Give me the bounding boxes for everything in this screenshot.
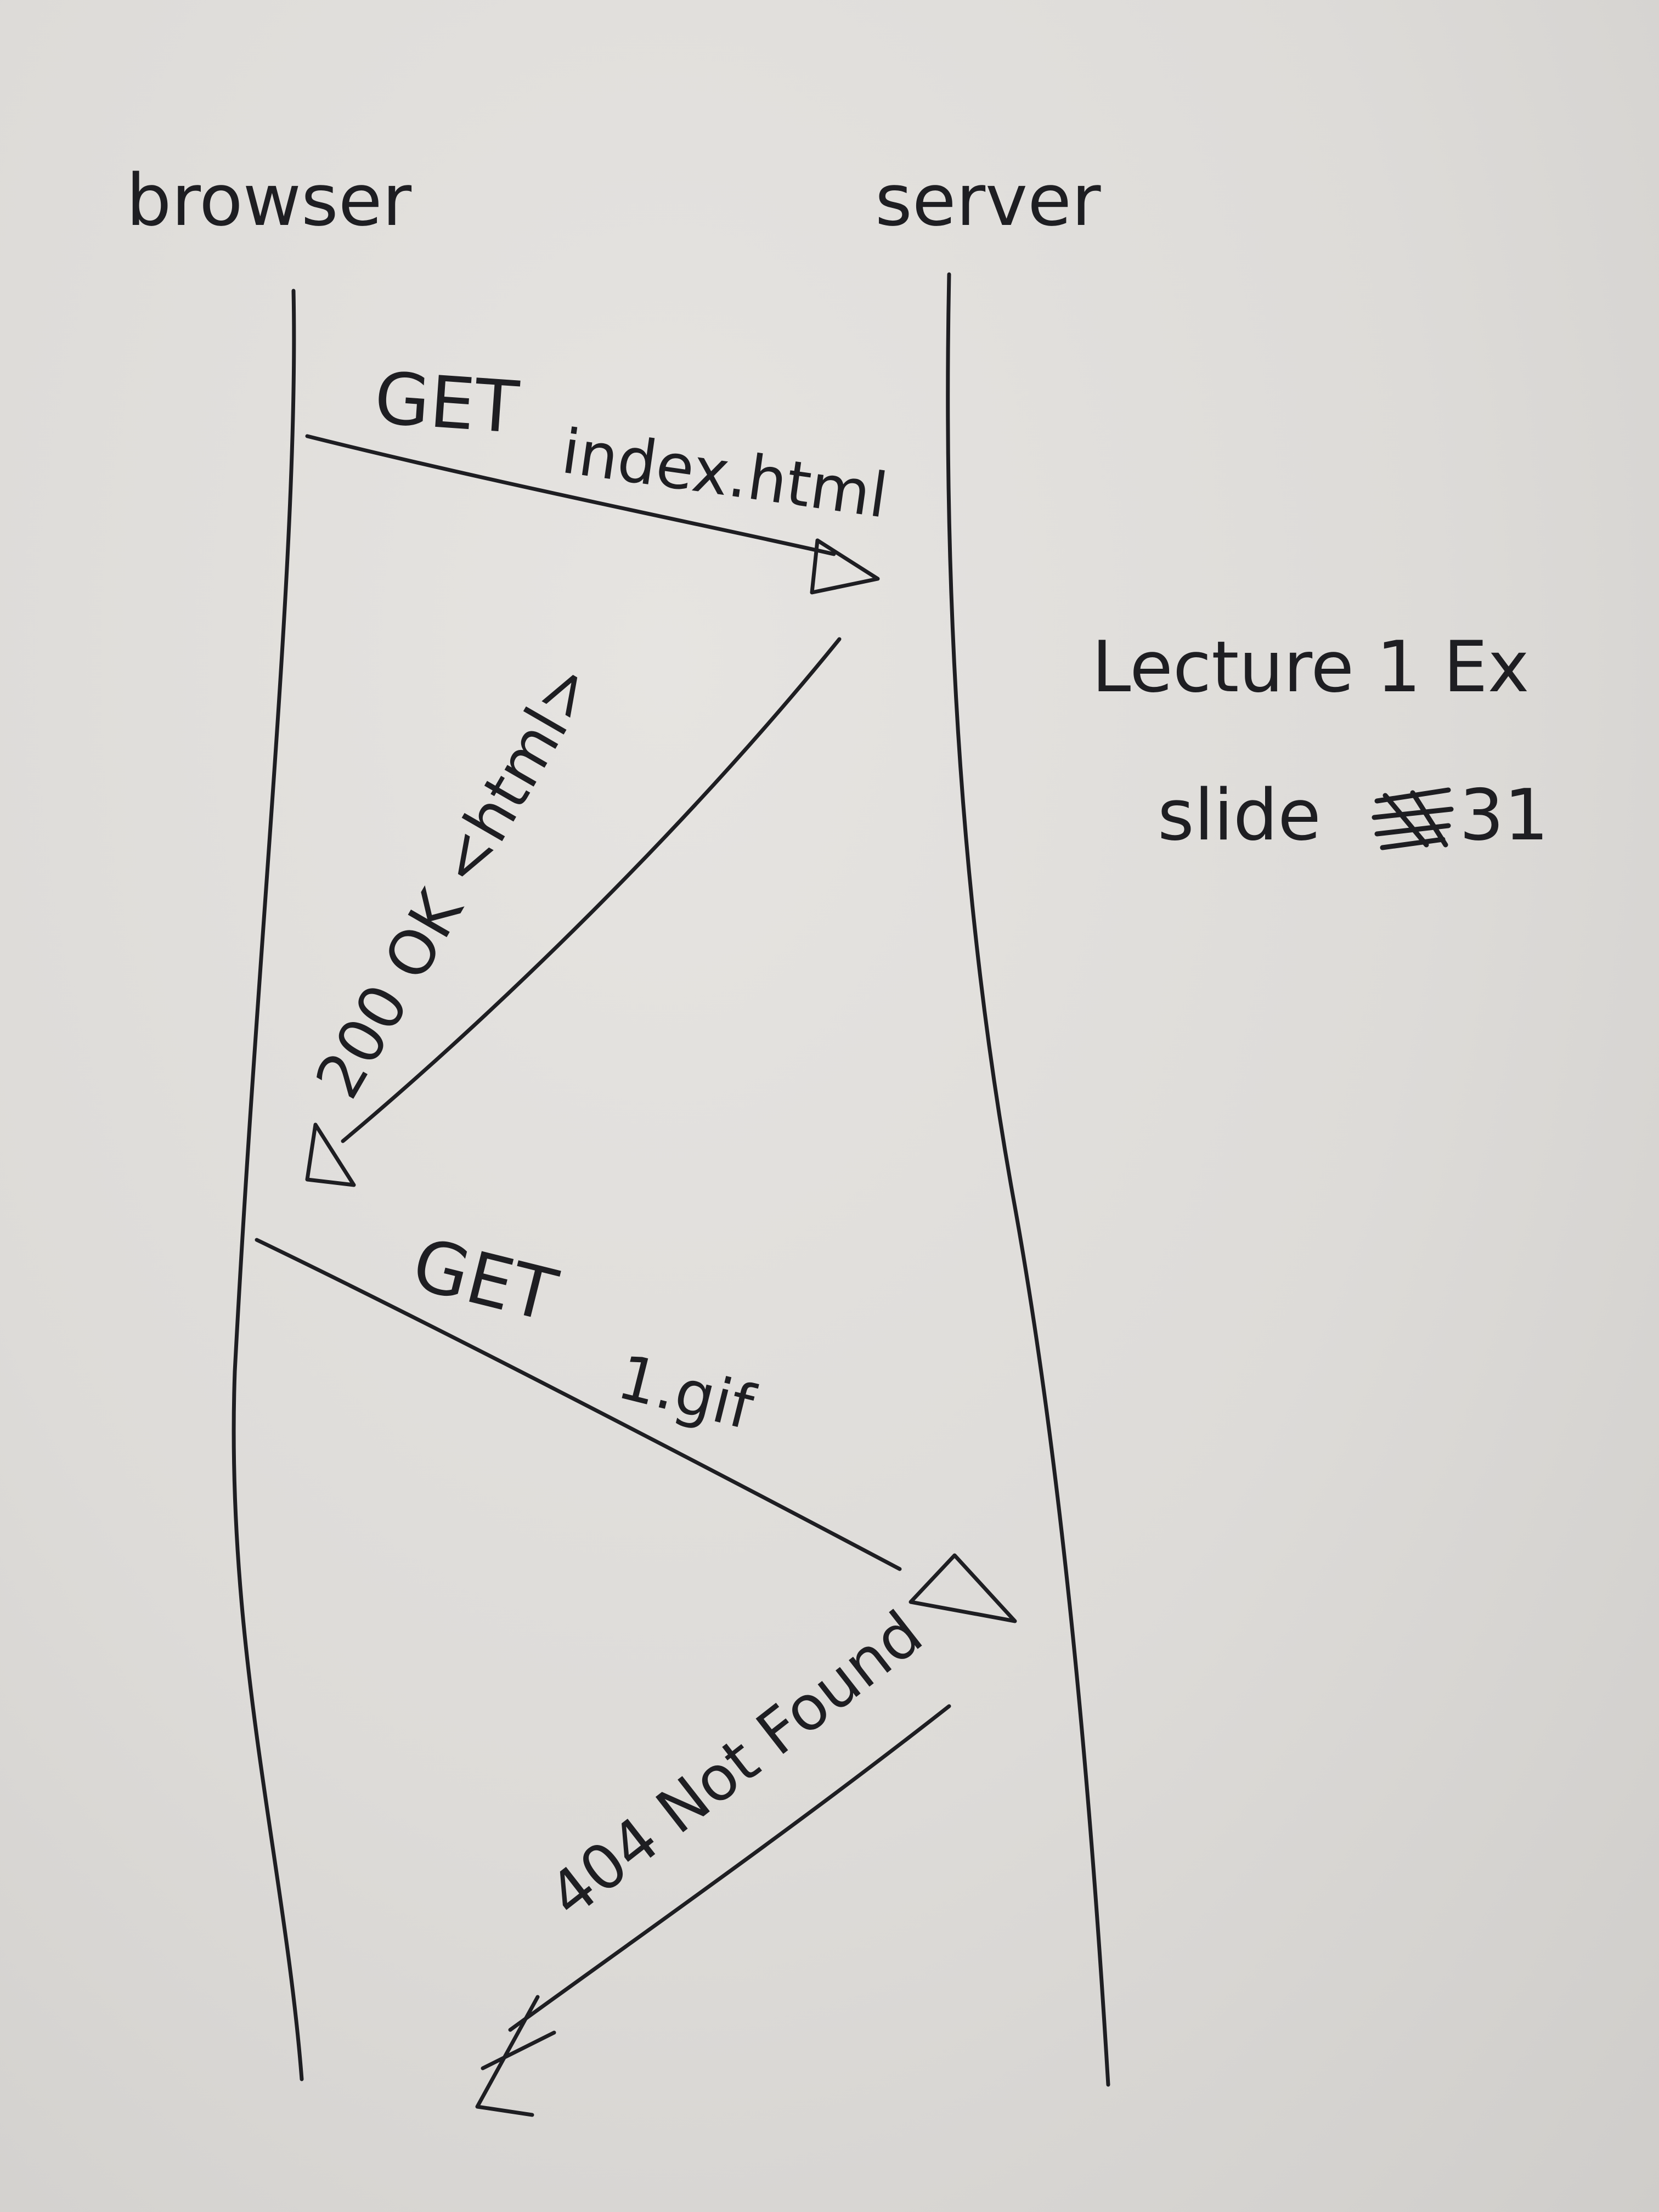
side-note-slide-number: 31 (1459, 775, 1549, 856)
message-404-arrow-line (508, 1704, 951, 2032)
server-lifeline (946, 272, 1110, 2087)
message-404-not-found: 404 Not Found (475, 1598, 951, 2117)
participant-browser-label: browser (126, 159, 412, 242)
message-get-gif-arrow-line (255, 1238, 902, 1571)
side-note-slide-prefix: slide (1158, 775, 1321, 856)
message-get-gif-method: GET (405, 1222, 565, 1338)
arrowhead-icon (305, 1122, 356, 1187)
message-200-ok-arrow-line (341, 637, 842, 1143)
side-note: Lecture 1 Ex slide 31 (1092, 627, 1549, 856)
crossed-out-scribble-icon (1372, 787, 1454, 850)
side-note-lecture: Lecture 1 Ex (1092, 627, 1530, 708)
message-200-ok: 200 OK <html> (302, 637, 842, 1187)
arrowhead-icon (810, 538, 880, 595)
message-get-index-path: index.html (557, 416, 891, 532)
arrowhead-icon (909, 1553, 1017, 1623)
browser-lifeline (232, 289, 304, 2081)
message-get-index-arrow-line (305, 434, 836, 556)
arrowhead-icon (475, 1995, 556, 2117)
message-get-index-method: GET (372, 356, 522, 449)
message-get-index: GET index.html (305, 356, 892, 595)
participant-server-label: server (875, 159, 1101, 242)
message-get-gif: GET 1.gif (255, 1222, 1017, 1623)
